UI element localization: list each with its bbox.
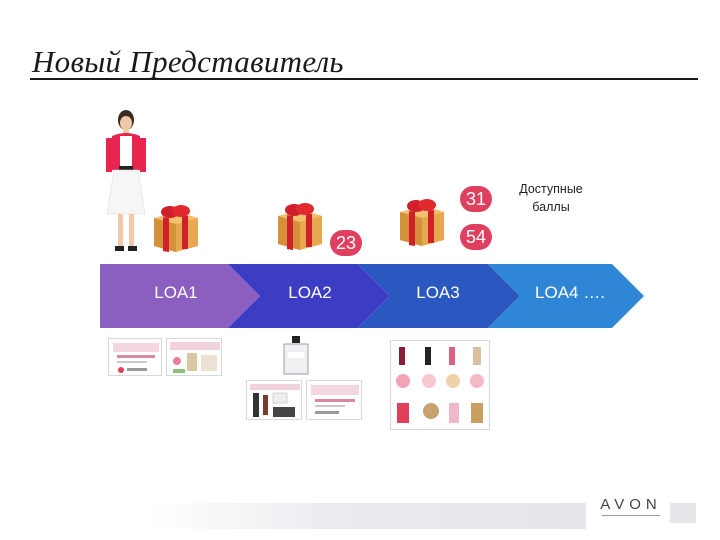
- stage-label-loa3: LOA3: [378, 283, 498, 303]
- points-badge: 23: [330, 230, 362, 256]
- footer-band: [150, 503, 586, 529]
- person-figure: [100, 108, 152, 258]
- stage-label-loa4: LOA4 ….: [510, 283, 630, 303]
- available-points-label: Доступные баллы: [506, 180, 596, 216]
- product-thumbnail: [390, 340, 490, 430]
- points-badge: 31: [460, 186, 492, 212]
- gift-box-icon: [394, 192, 450, 248]
- gift-box-icon: [148, 198, 204, 254]
- product-thumbnail: [246, 380, 302, 420]
- corner-decoration: [670, 503, 696, 523]
- product-thumbnail: [306, 380, 362, 420]
- points-badge: 54: [460, 224, 492, 250]
- stage-label-loa2: LOA2: [250, 283, 370, 303]
- product-thumbnail: [276, 334, 316, 376]
- product-thumbnail: [108, 338, 162, 376]
- gift-box-icon: [272, 196, 328, 252]
- avon-logo: AVON: [596, 496, 666, 518]
- slide-title: Новый Представитель: [32, 44, 344, 80]
- product-thumbnail: [166, 338, 222, 376]
- stage-label-loa1: LOA1: [116, 283, 236, 303]
- title-underline: [30, 78, 698, 80]
- logo-underline: [602, 515, 660, 516]
